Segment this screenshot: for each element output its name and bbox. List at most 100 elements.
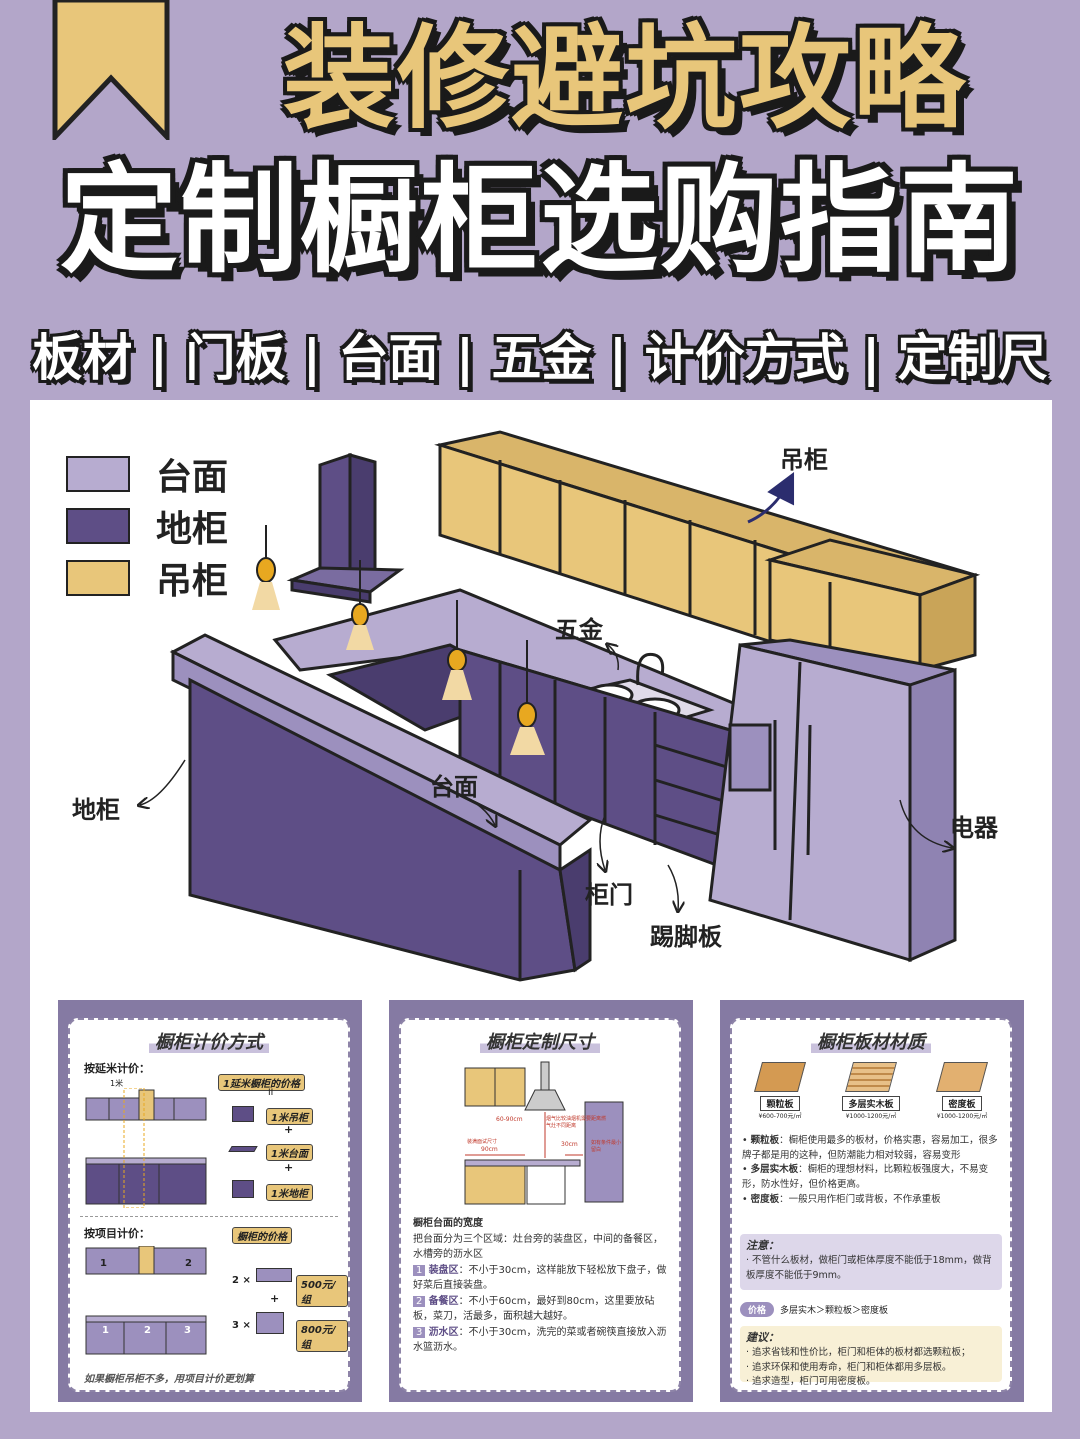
pricing-footer: 如果橱柜吊柜不多，用项目计价更划算 [84, 1374, 254, 1385]
meter-pricing-illustration [84, 1088, 208, 1208]
base-unit-label: 1 [102, 1325, 109, 1336]
legend-swatch-base-cabinet [66, 508, 130, 544]
advice-item: · 追求造型，柜门可用密度板。 [746, 1376, 876, 1388]
material-name: 颗粒板 [750, 1135, 780, 1146]
zone-text: ：不小于30cm，这样能放下轻松放下盘子，做好菜后直接装盘。 [413, 1264, 667, 1292]
zone-item: 3 沥水区：不小于30cm，洗完的菜或者碗筷直接放入沥水篮沥水。 [413, 1325, 669, 1356]
card-pricing-title: 橱柜计价方式 [149, 1032, 269, 1053]
kitchen-island [169, 633, 593, 982]
by-meter-label: 按延米计价： [84, 1062, 150, 1075]
board-samples: 颗粒板 ¥600-700元/㎡ 多层实木板 ¥1000-1200元/㎡ 密度板 … [740, 1062, 1002, 1120]
card-material: 橱柜板材材质 颗粒板 ¥600-700元/㎡ 多层实木板 ¥1000-1200元… [720, 1000, 1024, 1402]
price-tag: 800元/组 [296, 1320, 348, 1352]
refrigerator [708, 638, 957, 963]
price-ranking: 价格 多层实木＞颗粒板＞密度板 [740, 1302, 888, 1317]
board-price: ¥1000-1200元/㎡ [936, 1113, 988, 1120]
multiplier: 3 × [232, 1320, 251, 1331]
material-text: ：一般只用作柜门或背板，不作承重板 [779, 1193, 941, 1205]
item-price-tag: 橱柜的价格 [232, 1227, 292, 1244]
item-pricing-illustration [85, 1246, 207, 1355]
card-material-title: 橱柜板材材质 [811, 1032, 931, 1053]
legend-wall-cabinet: 吊柜 [66, 552, 228, 604]
card-pricing: 橱柜计价方式 按延米计价： 1米 1延米橱柜的价格 II 1米吊柜 + 1米台面 [58, 1000, 362, 1402]
notice-text: · 不管什么板材，做柜门或柜体厚度不能低于18mm，做背板厚度不能低于9mm。 [746, 1255, 992, 1281]
notice-box: 注意： · 不管什么板材，做柜门或柜体厚度不能低于18mm，做背板厚度不能低于9… [740, 1234, 1002, 1290]
equals-sign: II [268, 1088, 274, 1098]
advice-label: 建议： [746, 1331, 779, 1344]
legend-swatch-countertop [66, 456, 130, 492]
base-cabinet-icon [256, 1312, 284, 1334]
item-countertop: 1米台面 [266, 1144, 313, 1161]
item-wall-cabinet: 1米吊柜 [266, 1108, 313, 1125]
bookmark-ribbon-icon [52, 0, 170, 140]
board-price: ¥600-700元/㎡ [758, 1113, 802, 1120]
dim-width-label: 90cm [481, 1146, 498, 1153]
zone-name: 备餐区 [428, 1295, 459, 1307]
callout-hardware: 五金 [555, 616, 603, 644]
base-cabinet-icon [232, 1180, 254, 1198]
zone-number: 2 [413, 1295, 426, 1307]
board-name: 密度板 [942, 1096, 982, 1111]
board-sample: 多层实木板 ¥1000-1200元/㎡ [831, 1062, 911, 1120]
plywood-icon [844, 1062, 898, 1092]
zone-text: ：不小于30cm，洗完的菜或者碗筷直接放入沥水篮沥水。 [413, 1326, 667, 1354]
base-unit-label: 2 [144, 1325, 151, 1336]
advice-item: · 追求省钱和性价比，柜门和柜体的板材都选颗粒板； [746, 1347, 971, 1359]
base-unit-label: 3 [184, 1325, 191, 1336]
wall-cabinet-icon [256, 1268, 292, 1282]
dim-width-note: 装满面试尺寸 [467, 1139, 498, 1145]
dim-top-label: 60-90cm [496, 1116, 523, 1123]
price-label: 价格 [740, 1302, 775, 1317]
top-unit-label: 1 [100, 1258, 107, 1269]
legend-label: 吊柜 [156, 561, 229, 602]
zone-name: 沥水区 [428, 1326, 459, 1338]
wall-cabinets [434, 430, 981, 693]
kitchen-diagram [30, 430, 981, 982]
board-sample: 密度板 ¥1000-1200元/㎡ [922, 1062, 1002, 1120]
plus-sign: + [270, 1292, 280, 1305]
material-text: ：橱柜的理想材料，比颗粒板强度大，不易变形，防水性好，但价格更高。 [742, 1164, 989, 1191]
material-description: • 颗粒板：橱柜使用最多的板材，价格实惠，容易加工，很多牌子都是用的这种，但防潮… [742, 1135, 998, 1161]
legend-label: 地柜 [156, 509, 229, 550]
one-meter-label: 1米 [110, 1079, 124, 1088]
callout-countertop: 台面 [430, 773, 478, 801]
callout-wall-cabinet: 吊柜 [780, 446, 828, 474]
material-text: ：橱柜使用最多的板材，价格实惠，容易加工，很多牌子都是用的这种，但防潮能力相对较… [742, 1135, 998, 1161]
meter-price-tag: 1延米橱柜的价格 [218, 1074, 305, 1091]
by-item-label: 按项目计价： [84, 1227, 150, 1240]
card-size: 橱柜定制尺寸 60-90cm 烟气比较油烟机需要距离燃气灶不同距离 30cm 如… [389, 1000, 693, 1402]
mdf-board-icon [935, 1062, 989, 1092]
item-base-cabinet: 1米地柜 [266, 1184, 313, 1201]
board-name: 颗粒板 [760, 1096, 800, 1111]
callout-base-cabinet: 地柜 [72, 796, 120, 824]
board-sample: 颗粒板 ¥600-700元/㎡ [740, 1062, 820, 1120]
page-subtitle-main: 定制橱柜选购指南 [59, 151, 1020, 289]
legend-swatch-wall-cabinet [66, 560, 130, 596]
card-size-title: 橱柜定制尺寸 [480, 1032, 600, 1053]
top-unit-label: 2 [185, 1258, 192, 1269]
board-name: 多层实木板 [842, 1096, 900, 1111]
price-tag: 500元/组 [296, 1275, 348, 1307]
notice-label: 注意： [746, 1239, 779, 1252]
dim-side-label: 30cm [561, 1141, 578, 1148]
wall-cabinet-icon [232, 1106, 254, 1122]
kitchen-illustration-panel: 台面 地柜 吊柜 吊柜 五金 地柜 台面 电器 柜门 踢脚板 橱柜计价方式 按延… [30, 400, 1052, 1412]
material-name: 密度板 [750, 1193, 780, 1205]
material-description: • 多层实木板：橱柜的理想材料，比颗粒板强度大，不易变形，防水性好，但价格更高。 [742, 1164, 989, 1191]
zone-item: 1 装盘区：不小于30cm，这样能放下轻松放下盘子，做好菜后直接装盘。 [413, 1263, 669, 1294]
legend-base-cabinet: 地柜 [66, 500, 228, 552]
width-heading: 橱柜台面的宽度 [413, 1218, 483, 1229]
board-price: ¥1000-1200元/㎡ [845, 1113, 897, 1120]
advice-item: · 追求环保和使用寿命，柜门和柜体都用多层板。 [746, 1361, 952, 1373]
legend-countertop: 台面 [66, 448, 228, 500]
legend-label: 台面 [156, 457, 229, 498]
callout-cabinet-door: 柜门 [585, 881, 633, 909]
callout-kickboard: 踢脚板 [650, 923, 722, 951]
plus-sign: + [284, 1123, 294, 1136]
zone-name: 装盘区 [428, 1264, 459, 1276]
advice-box: 建议： · 追求省钱和性价比，柜门和柜体的板材都选颗粒板； · 追求环保和使用寿… [740, 1326, 1002, 1387]
width-intro: 把台面分为三个区域：灶台旁的装盘区，中间的备餐区，水槽旁的沥水区 [413, 1233, 663, 1261]
zone-text: ：不小于60cm，最好到80cm，这里要放砧板，菜刀，活最多，面积越大越好。 [413, 1295, 655, 1323]
zone-item: 2 备餐区：不小于60cm，最好到80cm，这里要放砧板，菜刀，活最多，面积越大… [413, 1294, 669, 1325]
zone-number: 3 [413, 1326, 426, 1338]
